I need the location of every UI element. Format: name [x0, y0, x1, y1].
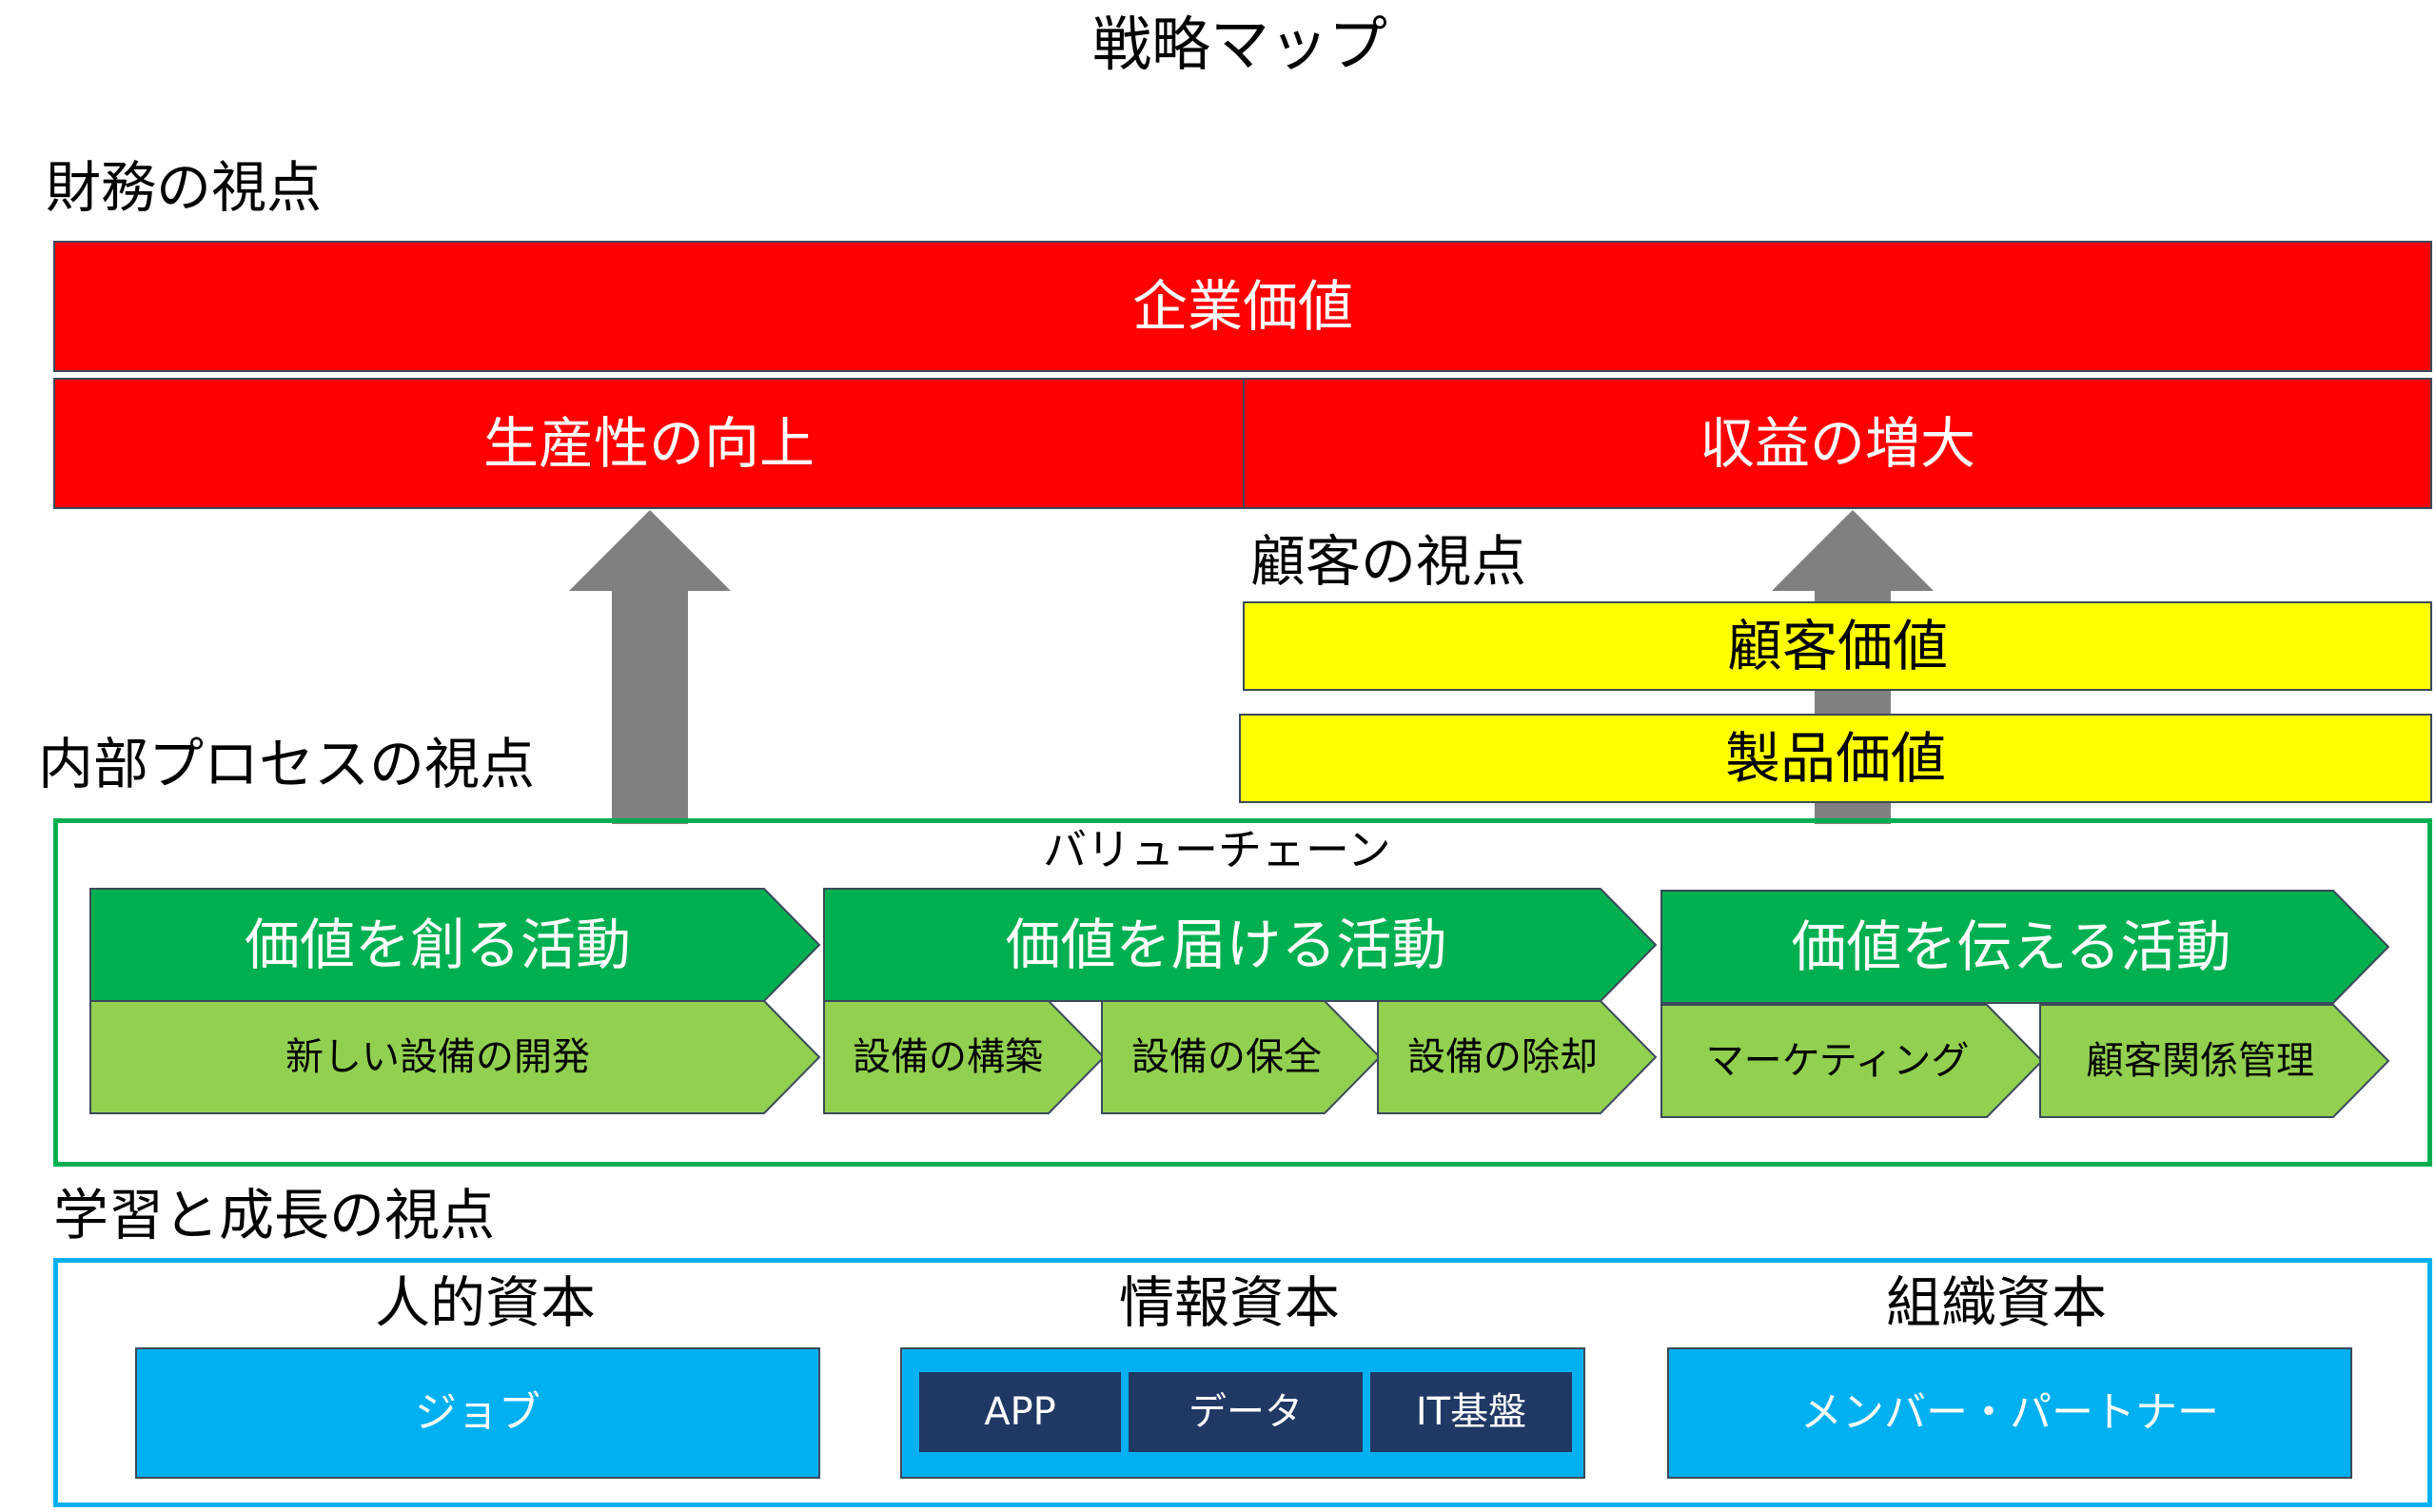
chevron-shape	[89, 888, 821, 1002]
chevron-shape	[1101, 1000, 1382, 1114]
customer-value-box: 顧客価値	[1243, 601, 2432, 691]
step-label: 設備の保全	[1131, 1035, 1322, 1079]
step-marketing: マーケティング	[1660, 1004, 2044, 1118]
chevron-shape	[823, 1000, 1106, 1114]
internal-process-frame	[53, 818, 2432, 1167]
step-equipment-construction: 設備の構築	[823, 1000, 1106, 1114]
step-customer-relationship-management: 顧客関係管理	[2039, 1004, 2390, 1118]
activity-create-value: 価値を創る活動	[89, 888, 821, 1002]
capital-heading: 人的資本	[375, 1270, 597, 1335]
step-label: 設備の除却	[1407, 1035, 1598, 1079]
activity-label: 価値を届ける活動	[1005, 913, 1447, 977]
info-item-data: データ	[1129, 1372, 1363, 1452]
product-value-box: 製品価値	[1239, 714, 2432, 803]
page-title: 戦略マップ	[1092, 10, 1388, 79]
financial-perspective-heading: 財務の視点	[46, 155, 323, 220]
enterprise-value-box: 企業価値	[53, 241, 2432, 372]
activity-communicate-value: 価値を伝える活動	[1660, 890, 2390, 1004]
value-chain-label: バリューチェーン	[1043, 824, 1391, 875]
capital-heading: 情報資本	[1119, 1270, 1341, 1335]
activity-deliver-value: 価値を届ける活動	[823, 888, 1658, 1002]
chevron-shape	[1377, 1000, 1658, 1114]
revenue-box: 収益の増大	[1243, 378, 2432, 509]
chevron-shape	[2039, 1004, 2390, 1118]
step-new-equipment-development: 新しい設備の開発	[89, 1000, 821, 1114]
capital-item-box: メンバー・パートナー	[1667, 1347, 2352, 1479]
learning-growth-heading: 学習と成長の視点	[53, 1183, 496, 1247]
step-label: 顧客関係管理	[2086, 1039, 2314, 1083]
chevron-shape	[1660, 890, 2390, 1004]
activity-label: 価値を伝える活動	[1791, 914, 2231, 979]
step-label: 新しい設備の開発	[285, 1035, 590, 1079]
chevron-shape	[89, 1000, 821, 1114]
chevron-shape	[823, 888, 1658, 1002]
internal-process-heading: 内部プロセスの視点	[38, 732, 536, 796]
step-label: マーケティング	[1705, 1039, 1970, 1083]
step-equipment-maintenance: 設備の保全	[1101, 1000, 1382, 1114]
step-label: 設備の構築	[853, 1035, 1043, 1079]
capital-item-box: ジョブ	[135, 1347, 820, 1479]
info-item-app: APP	[919, 1372, 1121, 1452]
customer-perspective-heading: 顧客の視点	[1250, 529, 1527, 594]
chevron-shape	[1660, 1004, 2044, 1118]
activity-label: 価値を創る活動	[244, 913, 631, 977]
info-item-it-infrastructure: IT基盤	[1370, 1372, 1572, 1452]
learning-growth-frame	[53, 1258, 2432, 1507]
productivity-box: 生産性の向上	[53, 378, 1245, 509]
capital-heading: 組織資本	[1886, 1270, 2108, 1335]
step-equipment-disposal: 設備の除却	[1377, 1000, 1658, 1114]
arrow-up-icon	[569, 510, 731, 824]
